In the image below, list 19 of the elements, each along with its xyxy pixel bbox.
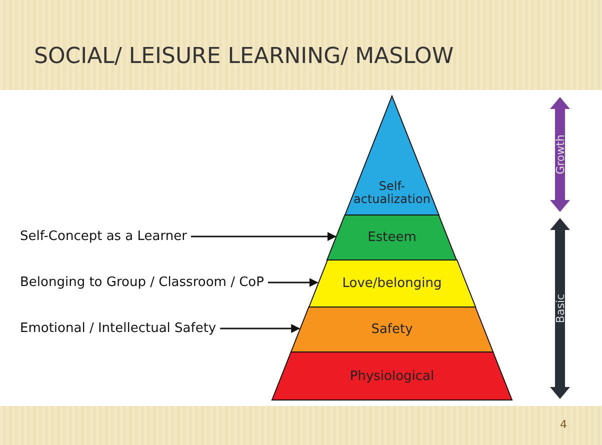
level-label: Esteem bbox=[366, 230, 418, 245]
need-label: Self-Concept as a Learner bbox=[20, 229, 187, 244]
axis-label: Basic bbox=[554, 294, 567, 324]
need-label: Emotional / Intellectual Safety bbox=[20, 321, 216, 336]
pyramid-level bbox=[272, 352, 512, 400]
level-label: Self-actualization bbox=[352, 180, 432, 206]
pyramid-level bbox=[345, 96, 439, 215]
arrow bbox=[190, 232, 336, 241]
level-label: Love/belonging bbox=[341, 276, 443, 291]
arrow bbox=[268, 278, 318, 287]
axis-label: Growth bbox=[554, 134, 567, 174]
arrow bbox=[220, 324, 300, 333]
level-label: Safety bbox=[370, 322, 414, 337]
need-label: Belonging to Group / Classroom / CoP bbox=[20, 275, 264, 290]
slide-title: SOCIAL/ LEISURE LEARNING/ MASLOW bbox=[34, 44, 454, 69]
level-label: Physiological bbox=[348, 369, 436, 384]
pyramid-level bbox=[290, 307, 494, 352]
page-number: 4 bbox=[560, 418, 567, 431]
pyramid-level bbox=[327, 215, 457, 260]
